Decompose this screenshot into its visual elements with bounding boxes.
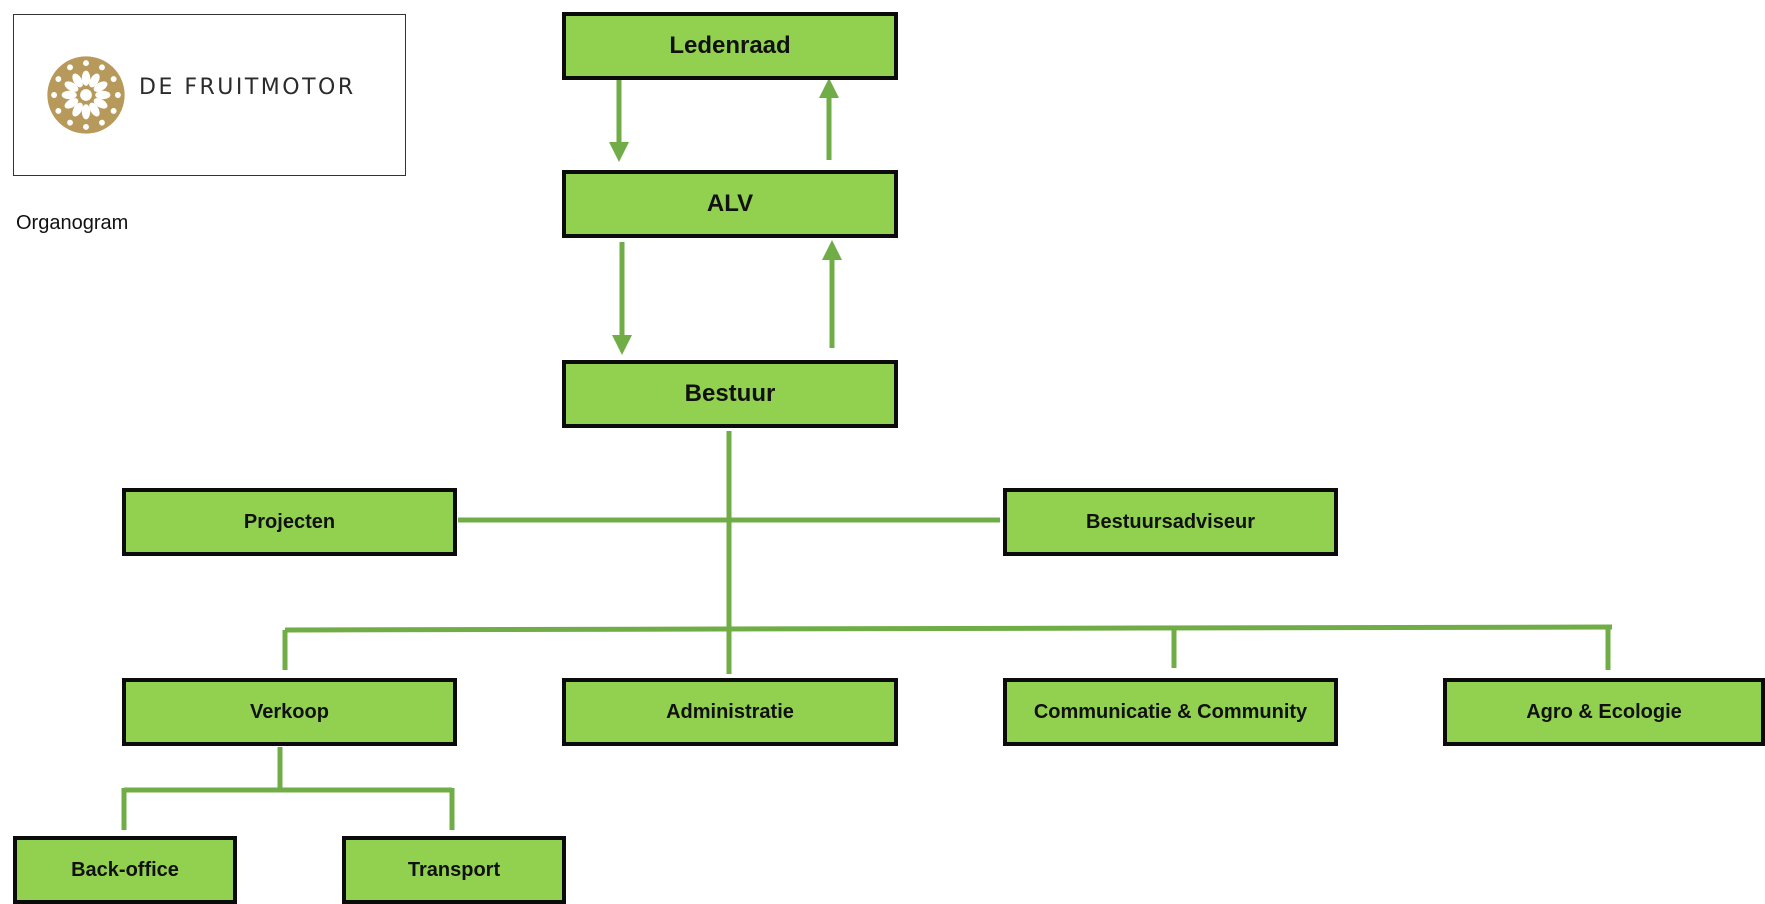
logo-text: DE FRUITMOTOR bbox=[139, 75, 356, 100]
node-bestuursadviseur: Bestuursadviseur bbox=[1003, 488, 1338, 556]
node-agro: Agro & Ecologie bbox=[1443, 678, 1765, 746]
node-alv: ALV bbox=[562, 170, 898, 238]
node-transport: Transport bbox=[342, 836, 566, 904]
node-verkoop: Verkoop bbox=[122, 678, 457, 746]
node-backoffice: Back-office bbox=[13, 836, 237, 904]
departments-bus bbox=[284, 624, 1613, 633]
node-projecten: Projecten bbox=[122, 488, 457, 556]
node-ledenraad: Ledenraad bbox=[562, 12, 898, 80]
node-bestuur: Bestuur bbox=[562, 360, 898, 428]
diagram-caption: Organogram bbox=[16, 212, 129, 234]
node-administratie: Administratie bbox=[562, 678, 898, 746]
fruit-wheel-icon bbox=[47, 56, 125, 134]
logo-box: DE FRUITMOTOR bbox=[13, 14, 406, 176]
node-communicatie: Communicatie & Community bbox=[1003, 678, 1338, 746]
